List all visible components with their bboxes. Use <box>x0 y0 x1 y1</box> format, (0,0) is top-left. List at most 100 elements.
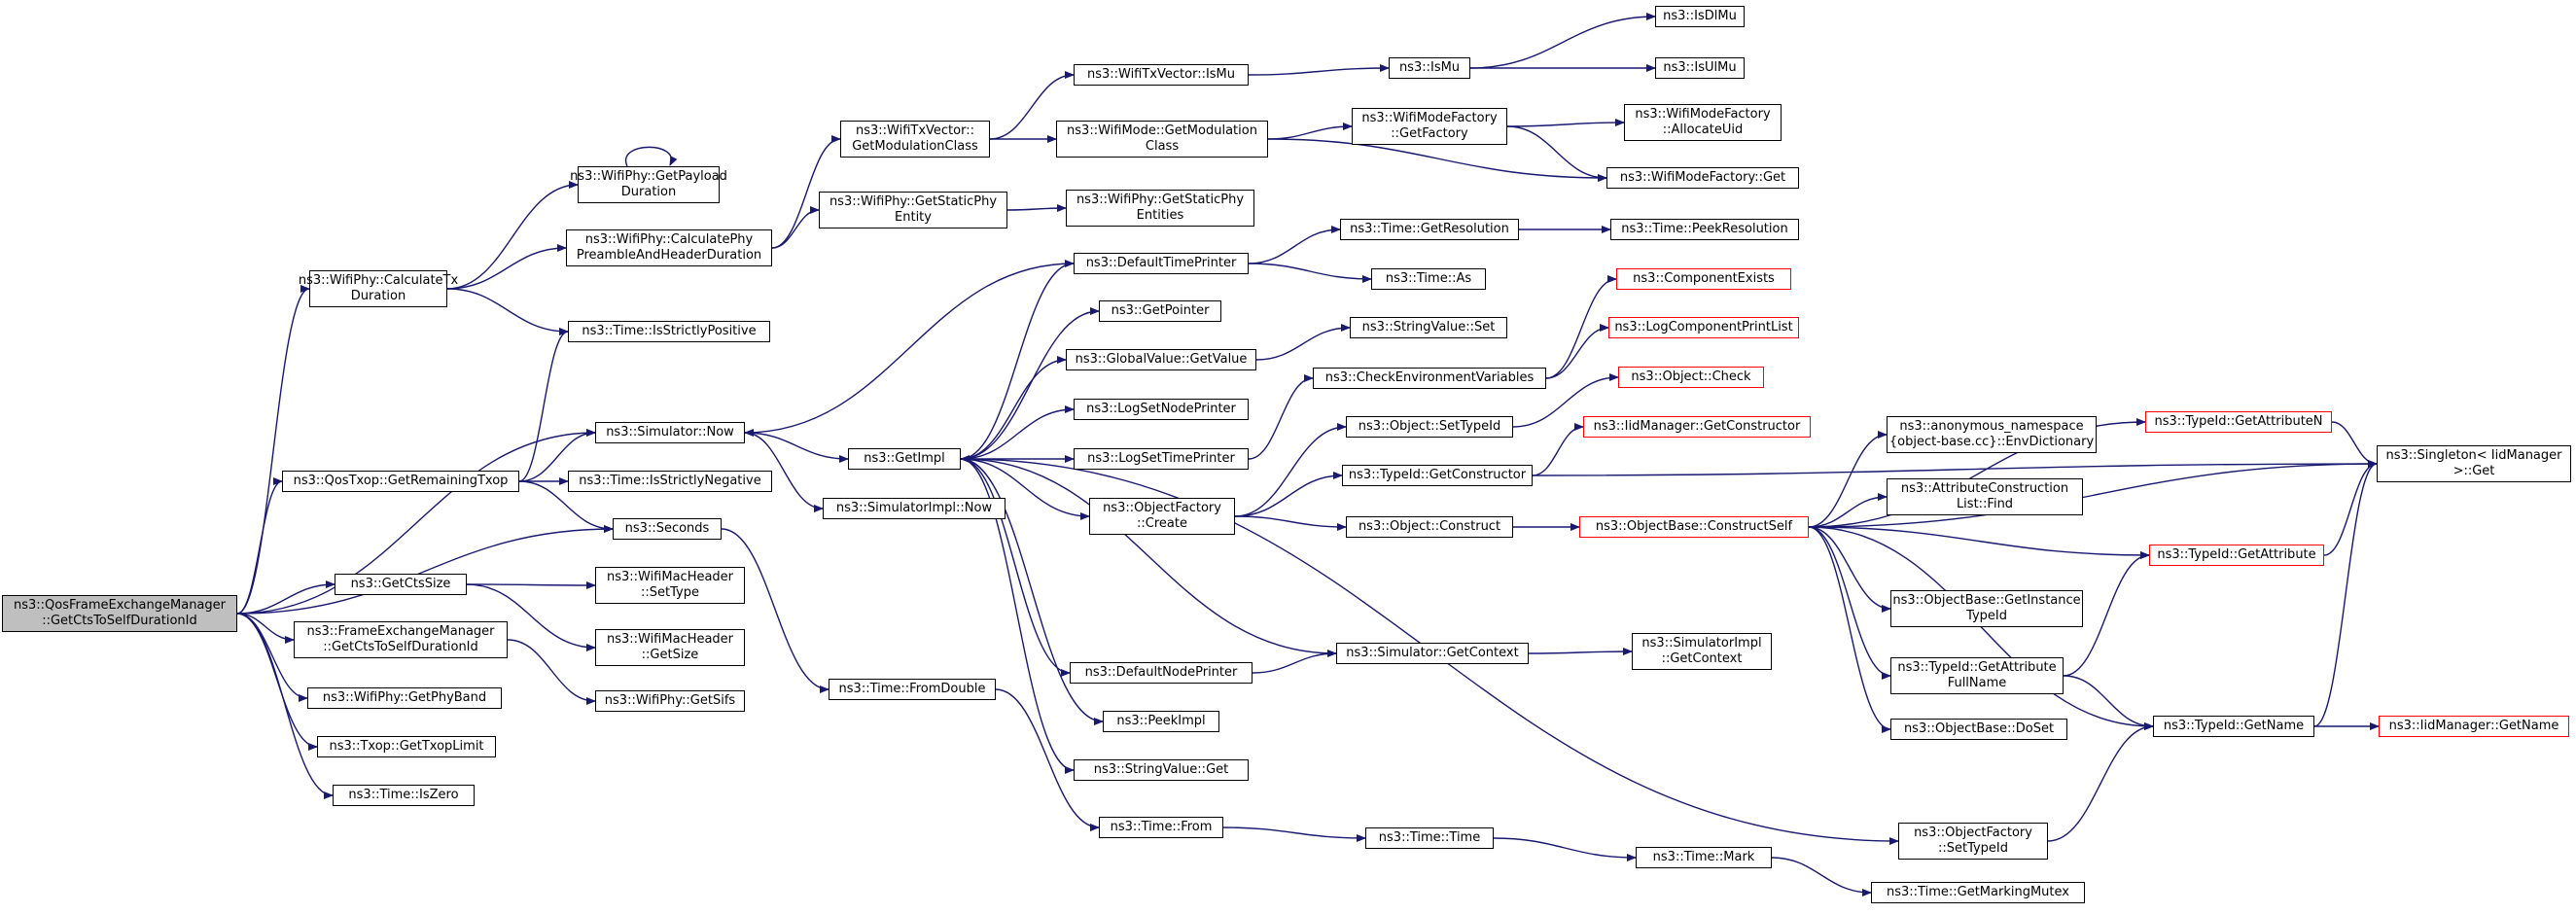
node-get-remaining-txop[interactable]: ns3::QosTxop::GetRemainingTxop <box>282 471 519 492</box>
node-time-time[interactable]: ns3::Time::Time <box>1365 827 1494 849</box>
node-calc-tx[interactable]: ns3::WifiPhy::CalculateTx Duration <box>299 270 458 307</box>
node-default-time-printer[interactable]: ns3::DefaultTimePrinter <box>1074 253 1249 274</box>
node-is-zero[interactable]: ns3::Time::IsZero <box>333 785 475 806</box>
edge-sim-get-context-to-get-impl <box>960 455 1337 654</box>
node-env-dictionary[interactable]: ns3::anonymous_namespace {object-base.cc… <box>1887 416 2097 453</box>
node-mode-factory-get-factory[interactable]: ns3::WifiModeFactory ::GetFactory <box>1352 108 1507 145</box>
node-object-base-do-set[interactable]: ns3::ObjectBase::DoSet <box>1890 719 2067 740</box>
edge-object-factory-set-type-id-to-typeid-get-name <box>2047 722 2154 842</box>
edge-mode-factory-get-factory-to-mode-factory-get <box>1506 125 1607 182</box>
node-get-phy-band[interactable]: ns3::WifiPhy::GetPhyBand <box>307 687 502 709</box>
node-log-set-node-printer[interactable]: ns3::LogSetNodePrinter <box>1074 399 1249 420</box>
node-simulator-get-context[interactable]: ns3::Simulator::GetContext <box>1336 643 1529 664</box>
node-iid-manager-get-constructor[interactable]: ns3::IidManager::GetConstructor <box>1583 416 1811 438</box>
edge-object-set-type-id-to-object-check <box>1512 373 1619 428</box>
node-component-exists[interactable]: ns3::ComponentExists <box>1616 268 1791 290</box>
node-typeid-get-attribute-full-name[interactable]: ns3::TypeId::GetAttribute FullName <box>1890 657 2064 694</box>
edge-get-impl-to-default-node-printer <box>960 458 1071 677</box>
edge-object-factory-create-to-typeid-get-constructor <box>1234 472 1343 517</box>
node-object-factory-create[interactable]: ns3::ObjectFactory ::Create <box>1089 498 1235 535</box>
node-get-resolution[interactable]: ns3::Time::GetResolution <box>1340 219 1519 240</box>
node-global-value-get-value[interactable]: ns3::GlobalValue::GetValue <box>1066 349 1256 370</box>
edge-get-impl-to-sv-get <box>960 458 1075 774</box>
node-is-mu[interactable]: ns3::IsMu <box>1389 57 1470 79</box>
node-is-strictly-negative[interactable]: ns3::Time::IsStrictlyNegative <box>568 471 772 492</box>
node-simulator-now[interactable]: ns3::Simulator::Now <box>595 422 745 443</box>
node-time-as[interactable]: ns3::Time::As <box>1371 268 1486 290</box>
edge-tx-is-mu-to-is-mu <box>1248 64 1390 76</box>
node-get-impl[interactable]: ns3::GetImpl <box>848 448 961 470</box>
edge-get-static-phy-to-get-static-phy-entities <box>1006 204 1067 213</box>
edge-construct-self-to-typeid-get-attr-full-name <box>1808 526 1891 680</box>
node-root: ns3::QosFrameExchangeManager ::GetCtsToS… <box>2 595 237 632</box>
node-log-component-print-list[interactable]: ns3::LogComponentPrintList <box>1608 317 1799 338</box>
node-get-modulation-class[interactable]: ns3::WifiTxVector:: GetModulationClass <box>840 121 990 158</box>
node-object-factory-set-type-id[interactable]: ns3::ObjectFactory ::SetTypeId <box>1898 823 2048 860</box>
edge-get-impl-to-gv-get-value <box>960 356 1067 460</box>
node-string-value-set[interactable]: ns3::StringValue::Set <box>1350 317 1507 338</box>
edge-object-factory-create-to-object-set-type-id <box>1234 423 1347 517</box>
node-singleton-get[interactable]: ns3::Singleton< IidManager >::Get <box>2377 445 2571 482</box>
node-wifi-mac-header-get-size[interactable]: ns3::WifiMacHeader ::GetSize <box>595 629 745 666</box>
edge-time-time-to-time-mark <box>1493 837 1637 861</box>
node-wifi-mac-header-set-type[interactable]: ns3::WifiMacHeader ::SetType <box>595 567 745 604</box>
node-get-txop-limit[interactable]: ns3::Txop::GetTxopLimit <box>317 736 496 757</box>
node-allocate-uid[interactable]: ns3::WifiModeFactory ::AllocateUid <box>1624 104 1782 141</box>
edge-root-to-sim-now <box>236 429 596 615</box>
node-time-from[interactable]: ns3::Time::From <box>1099 817 1223 838</box>
node-get-payload[interactable]: ns3::WifiPhy::GetPayload Duration <box>570 166 727 203</box>
edge-get-cts-size-to-wmh-get-size <box>466 583 596 651</box>
node-typeid-get-attribute-n[interactable]: ns3::TypeId::GetAttributeN <box>2145 411 2332 433</box>
node-mode-factory-get[interactable]: ns3::WifiModeFactory::Get <box>1606 167 1799 189</box>
edge-fem-get-cts-to-get-sifs <box>507 639 596 705</box>
node-get-static-phy-entities[interactable]: ns3::WifiPhy::GetStaticPhy Entities <box>1066 190 1254 227</box>
edge-get-payload-to-get-payload <box>624 146 678 167</box>
edge-calc-tx-to-is-strictly-pos <box>446 288 569 335</box>
node-time-mark[interactable]: ns3::Time::Mark <box>1636 847 1772 868</box>
node-string-value-get[interactable]: ns3::StringValue::Get <box>1074 759 1249 781</box>
node-simulator-impl-now[interactable]: ns3::SimulatorImpl::Now <box>823 498 1006 519</box>
edge-time-from-to-time-time <box>1222 826 1366 842</box>
node-get-pointer[interactable]: ns3::GetPointer <box>1099 300 1221 322</box>
edge-get-impl-to-get-pointer <box>960 307 1100 460</box>
node-calc-preamble[interactable]: ns3::WifiPhy::CalculatePhy PreambleAndHe… <box>566 229 772 266</box>
node-is-ul-mu[interactable]: ns3::IsUlMu <box>1655 57 1745 79</box>
node-attribute-construction-list-find[interactable]: ns3::AttributeConstruction List::Find <box>1887 478 2083 515</box>
node-get-instance-type-id[interactable]: ns3::ObjectBase::GetInstance TypeId <box>1890 590 2083 627</box>
node-iid-manager-get-name[interactable]: ns3::IidManager::GetName <box>2379 716 2569 737</box>
edge-get-remaining-txop-to-is-strictly-pos <box>518 328 569 482</box>
edge-default-node-printer-to-sim-get-context <box>1252 650 1337 674</box>
edge-time-from-double-to-time-from <box>995 688 1100 831</box>
node-is-strictly-positive[interactable]: ns3::Time::IsStrictlyPositive <box>568 321 770 342</box>
edge-mode-get-mod-class-to-mode-factory-get <box>1267 138 1607 182</box>
node-mode-get-modulation-class[interactable]: ns3::WifiMode::GetModulation Class <box>1056 121 1268 158</box>
node-fem-get-cts[interactable]: ns3::FrameExchangeManager ::GetCtsToSelf… <box>294 621 508 658</box>
node-object-base-construct-self[interactable]: ns3::ObjectBase::ConstructSelf <box>1579 516 1809 538</box>
node-time-from-double[interactable]: ns3::Time::FromDouble <box>829 679 996 700</box>
node-is-dl-mu[interactable]: ns3::IsDlMu <box>1655 6 1745 27</box>
node-peek-impl[interactable]: ns3::PeekImpl <box>1103 711 1219 732</box>
node-object-construct[interactable]: ns3::Object::Construct <box>1346 516 1513 538</box>
node-get-cts-size[interactable]: ns3::GetCtsSize <box>335 574 467 595</box>
edge-calc-preamble-to-get-mod-class <box>771 135 841 249</box>
node-default-node-printer[interactable]: ns3::DefaultNodePrinter <box>1070 662 1253 684</box>
node-log-set-time-printer[interactable]: ns3::LogSetTimePrinter <box>1074 448 1249 470</box>
node-peek-resolution[interactable]: ns3::Time::PeekResolution <box>1610 219 1799 240</box>
node-typeid-get-name[interactable]: ns3::TypeId::GetName <box>2153 716 2314 737</box>
edge-construct-self-to-env-dictionary <box>1808 431 1888 528</box>
edge-typeid-get-name-to-singleton-get <box>2313 460 2378 727</box>
node-object-set-type-id[interactable]: ns3::Object::SetTypeId <box>1346 416 1513 438</box>
node-get-static-phy[interactable]: ns3::WifiPhy::GetStaticPhy Entity <box>819 192 1007 228</box>
node-seconds[interactable]: ns3::Seconds <box>613 518 722 540</box>
node-check-env-vars[interactable]: ns3::CheckEnvironmentVariables <box>1313 368 1546 389</box>
node-typeid-get-attribute[interactable]: ns3::TypeId::GetAttribute <box>2149 545 2324 566</box>
node-simulator-impl-get-context[interactable]: ns3::SimulatorImpl ::GetContext <box>1632 633 1772 670</box>
node-time-get-marking-mutex[interactable]: ns3::Time::GetMarkingMutex <box>1871 882 2085 903</box>
edge-gv-get-value-to-sv-set <box>1255 324 1351 361</box>
edge-get-remaining-txop-to-sim-now <box>518 429 596 482</box>
node-get-sifs[interactable]: ns3::WifiPhy::GetSifs <box>595 690 745 712</box>
edge-calc-tx-to-get-payload <box>446 181 579 290</box>
node-tx-is-mu[interactable]: ns3::WifiTxVector::IsMu <box>1074 64 1249 86</box>
node-object-check[interactable]: ns3::Object::Check <box>1618 367 1764 388</box>
node-typeid-get-constructor[interactable]: ns3::TypeId::GetConstructor <box>1342 465 1533 486</box>
